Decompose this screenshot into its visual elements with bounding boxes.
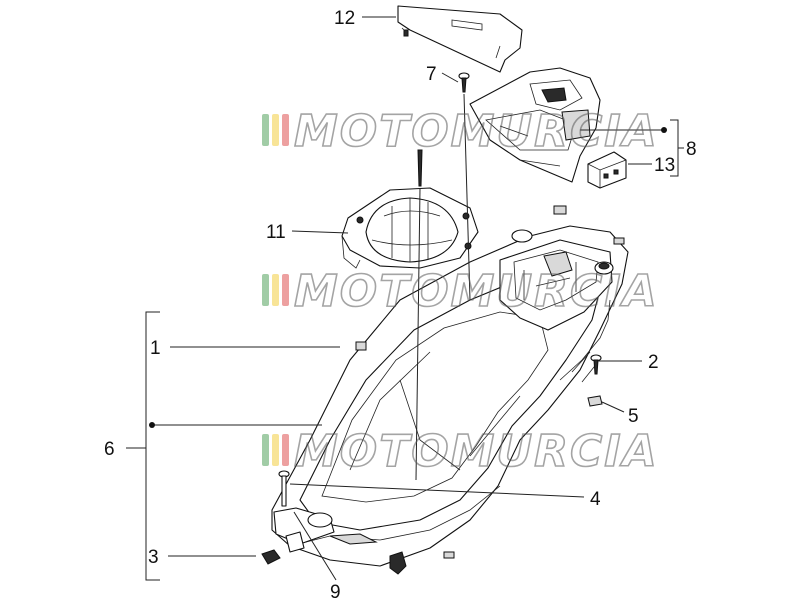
part-11-dome-liner[interactable] (341, 149, 479, 269)
watermark-top: MOTOMURCIA (262, 105, 659, 158)
part-3-clip[interactable] (261, 549, 281, 565)
watermark-middle: MOTOMURCIA (262, 265, 659, 318)
watermark-text: MOTOMURCIA (294, 106, 659, 157)
callout-5: 5 (628, 406, 639, 427)
part-6-storage-body[interactable] (271, 205, 629, 575)
callout-4: 4 (590, 489, 601, 510)
part-9-bracket[interactable] (285, 531, 305, 553)
callout-1: 1 (150, 338, 161, 359)
callout-3: 3 (148, 547, 159, 568)
callout-11: 11 (266, 222, 286, 243)
callout-8-dot (661, 127, 667, 133)
watermark-stripe-yellow (272, 114, 279, 146)
callout-2: 2 (648, 352, 659, 373)
watermark-stripe-yellow (272, 434, 279, 466)
part-7-screw[interactable] (458, 72, 470, 93)
callout-6-dot (149, 422, 155, 428)
watermark-stripe-red (282, 114, 289, 146)
part-5-clip[interactable] (587, 395, 603, 407)
watermark-bottom: MOTOMURCIA (262, 425, 659, 478)
callout-12: 12 (334, 8, 355, 29)
callout-8: 8 (686, 139, 697, 160)
callout-13: 13 (654, 155, 675, 176)
watermark-stripe-green (262, 114, 269, 146)
leader-lines (126, 16, 684, 581)
watermark-stripe-green (262, 434, 269, 466)
watermark-stripe-green (262, 274, 269, 306)
callout-9: 9 (330, 582, 341, 600)
watermark-text: MOTOMURCIA (294, 426, 659, 477)
part-13-rubber-block[interactable] (587, 151, 627, 189)
callout-labels: 12 7 8 13 11 1 2 5 6 4 3 9 (104, 8, 697, 600)
watermark-stripe-red (282, 274, 289, 306)
callout-6: 6 (104, 439, 115, 460)
part-12-cover[interactable] (397, 5, 523, 73)
watermark-stripe-red (282, 434, 289, 466)
callout-7: 7 (426, 64, 437, 85)
part-4-bolt[interactable] (278, 470, 290, 507)
watermark-text: MOTOMURCIA (294, 266, 659, 317)
part-8-lid-assembly[interactable] (469, 67, 601, 183)
part-2-screw[interactable] (590, 354, 602, 375)
watermark-stripe-yellow (272, 274, 279, 306)
